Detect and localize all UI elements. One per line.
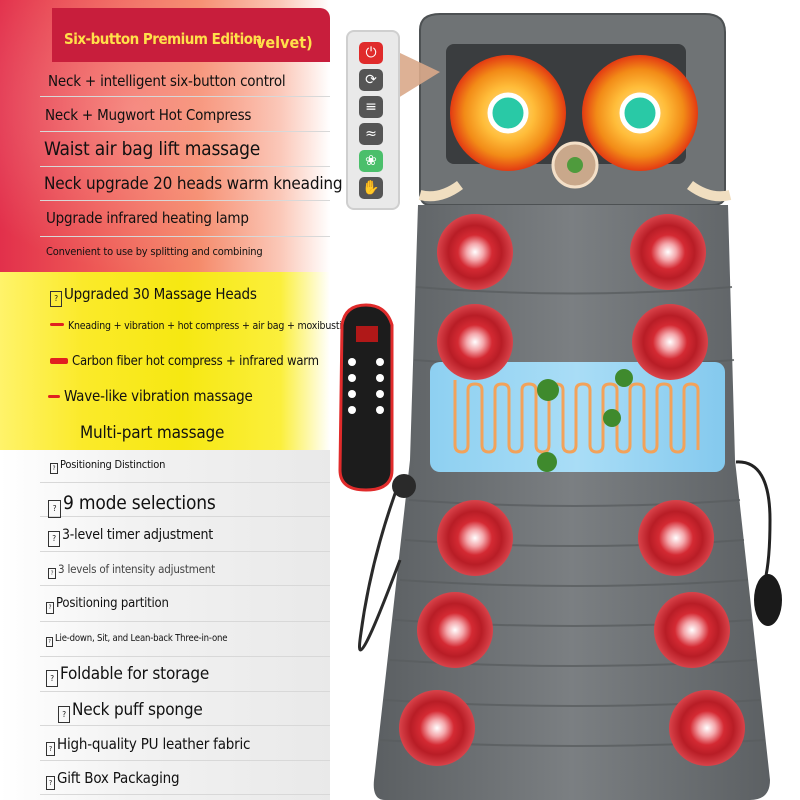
product-title: Six-button Premium Edition (64, 30, 262, 48)
bullet-icon: ? (46, 602, 54, 614)
feature-item: Upgrade infrared heating lamp (46, 209, 249, 227)
feature-item: Kneading + vibration + hot compress + ai… (50, 320, 353, 332)
bullet-icon: ? (46, 637, 53, 647)
feature-item: ?Upgraded 30 Massage Heads (50, 285, 257, 307)
hand-massage-icon[interactable]: ✋ (359, 177, 383, 199)
leaf-mode-icon[interactable]: ❀ (359, 150, 383, 172)
feature-item: Convenient to use by splitting and combi… (46, 245, 263, 258)
product-title-suffix: velvet) (256, 33, 313, 52)
grey-feature-band (0, 450, 330, 800)
feature-item: Wave-like vibration massage (48, 387, 253, 405)
feature-item: Neck + Mugwort Hot Compress (45, 106, 252, 124)
feature-item: ?Neck puff sponge (58, 700, 203, 723)
feature-item: Neck + intelligent six-button control (48, 72, 286, 90)
power-icon[interactable]: ⏻ (359, 42, 383, 64)
feature-item: Carbon fiber hot compress + infrared war… (50, 354, 319, 369)
feature-item: ?3 levels of intensity adjustment (48, 562, 215, 579)
heat-waves-icon[interactable]: ≈ (359, 123, 383, 145)
feature-item: ?Positioning partition (46, 596, 169, 614)
title-banner (52, 8, 330, 62)
feature-item: ?Gift Box Packaging (46, 769, 180, 790)
bullet-icon: ? (50, 291, 62, 307)
cycle-icon[interactable]: ⟳ (359, 69, 383, 91)
red-dash-icon (48, 395, 60, 398)
bullet-icon: ? (48, 568, 56, 579)
feature-item: ?High-quality PU leather fabric (46, 735, 250, 756)
feature-item: Waist air bag lift massage (44, 138, 261, 160)
feature-item: ?3-level timer adjustment (48, 527, 213, 547)
feature-item: ?Lie-down, Sit, and Lean-back Three-in-o… (46, 633, 227, 647)
feature-item: ?Positioning Distinction (50, 458, 165, 474)
bullet-icon: ? (58, 706, 70, 723)
level-bars-icon[interactable]: ≡ (359, 96, 383, 118)
bullet-icon: ? (50, 463, 58, 474)
feature-item: Neck upgrade 20 heads warm kneading (44, 174, 343, 194)
bullet-icon: ? (46, 670, 58, 687)
six-button-panel: ⏻ ⟳ ≡ ≈ ❀ ✋ (348, 32, 398, 208)
bullet-icon: ? (48, 531, 60, 547)
feature-item: ?Foldable for storage (46, 664, 209, 687)
bullet-icon: ? (48, 500, 61, 518)
bullet-icon: ? (46, 742, 55, 756)
feature-item: Multi-part massage (80, 423, 225, 443)
feature-panel (0, 0, 335, 800)
red-dash-icon (50, 358, 68, 364)
red-dash-icon (50, 323, 64, 326)
bullet-icon: ? (46, 776, 55, 790)
feature-item: ?9 mode selections (48, 492, 216, 518)
